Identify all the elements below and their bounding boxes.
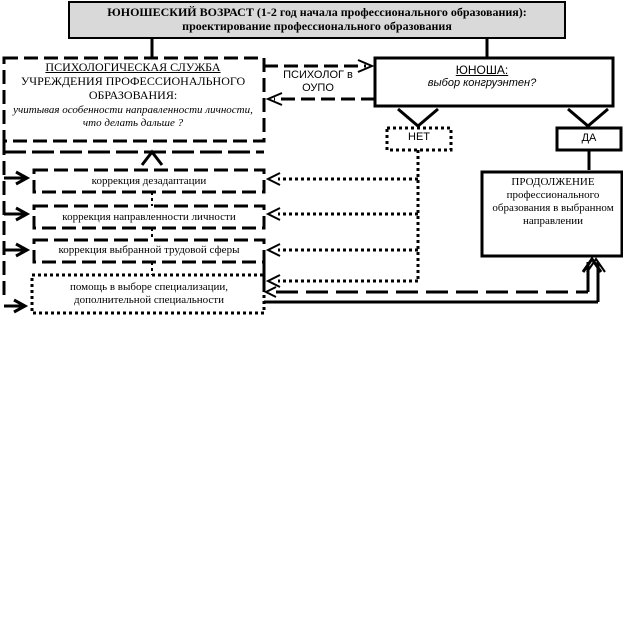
- correction-label-4: помощь в выборе специализации, дополните…: [69, 281, 229, 306]
- arrow-right-icon-2: [15, 206, 31, 222]
- yes-label: ДА: [581, 132, 597, 144]
- service-note: учитывая особенности направленности личн…: [13, 104, 253, 129]
- no-branch-arrow-icon: [397, 107, 439, 128]
- up-arrow-icon: [140, 149, 164, 166]
- header-box: [68, 1, 566, 39]
- arrow-left-icon-4: [265, 274, 281, 288]
- no-box: [385, 126, 453, 152]
- arrow-left-icon-5: [263, 286, 277, 298]
- continuation-up-arrow-icon-2: [586, 257, 606, 273]
- continuation-box: [480, 170, 623, 258]
- youth-box: [373, 56, 615, 108]
- header-title: ЮНОШЕСКИЙ ВОЗРАСТ (1-2 год начала профес…: [107, 5, 527, 34]
- correction-label-2: коррекция направленности личности: [62, 211, 236, 223]
- continuation-text: ПРОДОЛЖЕНИЕ профессионального образовани…: [492, 176, 614, 227]
- correction-label-1: коррекция дезадаптации: [91, 175, 207, 187]
- arrow-right-icon-3: [15, 242, 31, 258]
- correction-box-2: [32, 204, 266, 230]
- youth-title: ЮНОША:: [455, 63, 509, 77]
- correction-label-3: коррекция выбранной трудовой сферы: [58, 244, 240, 256]
- youth-subtitle: выбор конгруэнтен?: [427, 77, 537, 89]
- yes-branch-arrow-icon: [567, 107, 609, 128]
- arrow-left-icon-1: [265, 172, 281, 186]
- correction-box-3: [32, 238, 266, 264]
- no-label: НЕТ: [408, 131, 430, 143]
- psychologist-label: ПСИХОЛОГ в ОУПО: [283, 69, 353, 94]
- service-title-line1: ПСИХОЛОГИЧЕСКАЯ СЛУЖБА: [45, 60, 221, 74]
- arrow-left-icon-3: [265, 243, 281, 257]
- service-title-line2: УЧРЕЖДЕНИЯ ПРОФЕССИОНАЛЬНОГО: [20, 74, 246, 88]
- arrow-right-icon-4: [13, 298, 29, 314]
- arrow-left-icon-2: [265, 207, 281, 221]
- correction-box-1: [32, 168, 266, 194]
- service-title-line3: ОБРАЗОВАНИЯ:: [88, 88, 178, 102]
- arrow-left-icon: [265, 92, 283, 106]
- arrow-right-icon: [357, 59, 375, 73]
- correction-box-4: [30, 273, 266, 315]
- service-box: [2, 56, 266, 143]
- arrow-right-icon-1: [15, 170, 31, 186]
